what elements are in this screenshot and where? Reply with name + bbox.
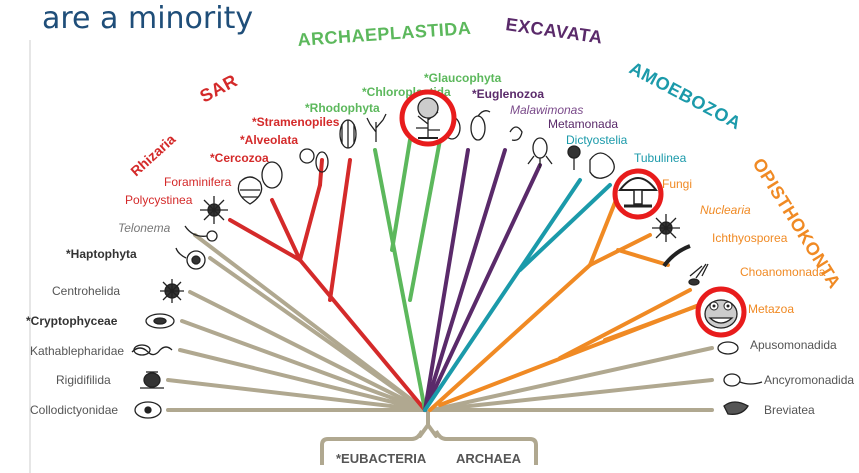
root-archaea-label: ARCHAEA [456, 451, 522, 466]
nuclearia-icon [652, 214, 680, 242]
metamonad-icon [528, 138, 552, 168]
taxon-kathablepharidae: Kathablepharidae [30, 344, 124, 358]
taxon-haptophyta: *Haptophyta [66, 247, 137, 261]
breviatea-icon [724, 402, 748, 414]
taxon-rhodophyta: *Rhodophyta [305, 101, 380, 115]
taxon-cryptophyceae: *Cryptophyceae [26, 314, 118, 328]
cryptophyte-icon [146, 314, 174, 328]
haptophyte-icon [176, 248, 205, 269]
taxon-glaucophyta: *Glaucophyta [424, 71, 502, 85]
group-label-sar: SAR [196, 70, 240, 106]
group-label-amoebozoa: AMOEBOZOA [626, 58, 744, 134]
taxon-dictyostelia: Dictyostelia [566, 133, 628, 147]
taxon-tubulinea: Tubulinea [634, 151, 687, 165]
taxon-metamonada: Metamonada [548, 117, 618, 131]
kathablepharid-icon [132, 345, 172, 355]
highlight-muppet [698, 289, 744, 335]
polycystine-icon [200, 196, 228, 224]
cercozoa-icon [262, 162, 282, 188]
tubulinea-icon [590, 153, 614, 178]
malawimonas-icon [510, 127, 522, 140]
taxon-malawimonas: Malawimonas [510, 103, 583, 117]
taxon-polycystinea: Polycystinea [125, 193, 193, 207]
taxon-foraminifera: Foraminifera [164, 175, 232, 189]
root-archaea: ARCHAEA [436, 431, 536, 466]
taxon-ichthyosporea: Ichthyosporea [712, 231, 788, 245]
choanomonad-icon [689, 264, 708, 285]
highlight-mushroom [615, 171, 661, 217]
stramenopile-icon [340, 120, 356, 148]
taxon-stramenopiles: *Stramenopiles [252, 115, 340, 129]
taxon-fungi: Fungi [662, 177, 692, 191]
taxon-breviatea: Breviatea [764, 403, 815, 417]
root-eubacteria: *EUBACTERIA [322, 431, 427, 466]
taxon-apusomonadida: Apusomonadida [750, 338, 837, 352]
taxon-nuclearia: Nuclearia [700, 203, 751, 217]
group-label-excavata: EXCAVATA [504, 14, 604, 47]
taxon-collodictyonidae: Collodictyonidae [30, 403, 118, 417]
centrohelid-icon [160, 279, 184, 303]
highlight-plant [402, 92, 454, 144]
taxon-rigidifilida: Rigidifilida [56, 373, 111, 387]
dictyostelid-icon [568, 146, 580, 170]
euglenozoa-icon [471, 111, 490, 140]
root-eubacteria-label: *EUBACTERIA [336, 451, 427, 466]
taxon-euglenozoa: *Euglenozoa [472, 87, 544, 101]
taxon-alveolata: *Alveolata [240, 133, 298, 147]
apusomonad-icon [718, 342, 738, 354]
taxon-ancyromonadida: Ancyromonadida [764, 373, 854, 387]
rigidifilid-icon [140, 372, 164, 388]
ancyromonad-icon [724, 374, 762, 386]
foraminifera-icon [238, 177, 261, 204]
taxon-choanomonada: Choanomonada [740, 265, 826, 279]
taxon-centrohelida: Centrohelida [52, 284, 120, 298]
ichthyosporea-icon [664, 246, 690, 266]
taxon-cercozoa: *Cercozoa [210, 151, 269, 165]
taxon-metazoa: Metazoa [748, 302, 794, 316]
taxon-telonema: Telonema [118, 221, 171, 235]
group-label-archaeplastida: ARCHAEPLASTIDA [297, 18, 472, 50]
rhodophyte-icon [367, 114, 386, 142]
group-label-rhizaria: Rhizaria [127, 131, 178, 179]
slide-title: are a minority [42, 1, 253, 36]
